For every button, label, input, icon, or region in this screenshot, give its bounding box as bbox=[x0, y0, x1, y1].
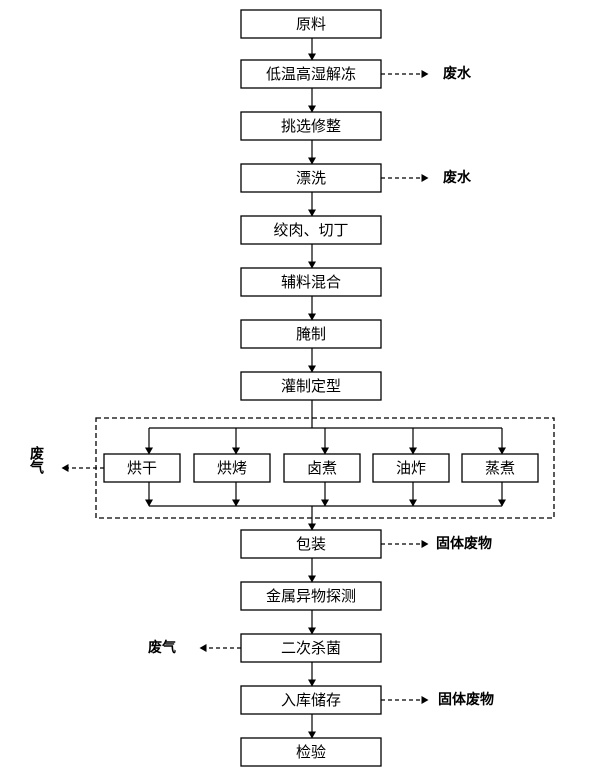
step-label: 辅料混合 bbox=[281, 273, 341, 291]
cooking-option-label: 烘干 bbox=[127, 459, 157, 477]
step-label: 漂洗 bbox=[296, 169, 326, 187]
step-label: 低温高湿解冻 bbox=[266, 65, 356, 83]
step-metal-detect: 金属异物探测 bbox=[240, 581, 382, 611]
step-inspect: 检验 bbox=[240, 737, 382, 767]
cooking-option-fry: 油炸 bbox=[372, 453, 450, 483]
step-rinse: 漂洗 bbox=[240, 163, 382, 193]
cooking-option-label: 油炸 bbox=[396, 459, 426, 477]
step-label: 检验 bbox=[296, 743, 326, 761]
step-label: 二次杀菌 bbox=[281, 639, 341, 657]
step-label: 腌制 bbox=[296, 325, 326, 343]
output-label-storage: 固体废物 bbox=[438, 691, 494, 708]
cooking-option-roast: 烘烤 bbox=[193, 453, 271, 483]
step-label: 金属异物探测 bbox=[266, 587, 356, 605]
output-label-package: 固体废物 bbox=[436, 535, 492, 552]
step-package: 包装 bbox=[240, 529, 382, 559]
cooking-option-label: 卤煮 bbox=[307, 459, 337, 477]
step-label: 原料 bbox=[296, 15, 326, 33]
step-label: 入库储存 bbox=[281, 691, 341, 709]
cooking-option-braise: 卤煮 bbox=[283, 453, 361, 483]
step-cure: 腌制 bbox=[240, 319, 382, 349]
cooking-option-label: 蒸煮 bbox=[485, 459, 515, 477]
output-label-rinse: 废水 bbox=[443, 169, 472, 186]
step-label: 挑选修整 bbox=[281, 117, 341, 135]
output-label-cooking: 废气 bbox=[28, 445, 45, 475]
cooking-branch-lines bbox=[145, 427, 506, 507]
step-trim: 挑选修整 bbox=[240, 111, 382, 141]
output-arrows bbox=[61, 70, 429, 704]
step-fill: 灌制定型 bbox=[240, 371, 382, 401]
step-label: 绞肉、切丁 bbox=[273, 221, 348, 239]
step-mince: 绞肉、切丁 bbox=[240, 215, 382, 245]
cooking-option-label: 烘烤 bbox=[217, 459, 247, 477]
step-label: 包装 bbox=[296, 535, 326, 553]
step-raw-material: 原料 bbox=[240, 9, 382, 39]
output-label-sterilize: 废气 bbox=[148, 639, 176, 656]
step-mix: 辅料混合 bbox=[240, 267, 382, 297]
cooking-option-dry: 烘干 bbox=[103, 453, 181, 483]
step-label: 灌制定型 bbox=[281, 377, 341, 395]
step-thaw: 低温高湿解冻 bbox=[240, 59, 382, 89]
step-storage: 入库储存 bbox=[240, 685, 382, 715]
step-sterilize: 二次杀菌 bbox=[240, 633, 382, 663]
output-label-thaw: 废水 bbox=[443, 65, 472, 82]
cooking-option-steam: 蒸煮 bbox=[461, 453, 539, 483]
